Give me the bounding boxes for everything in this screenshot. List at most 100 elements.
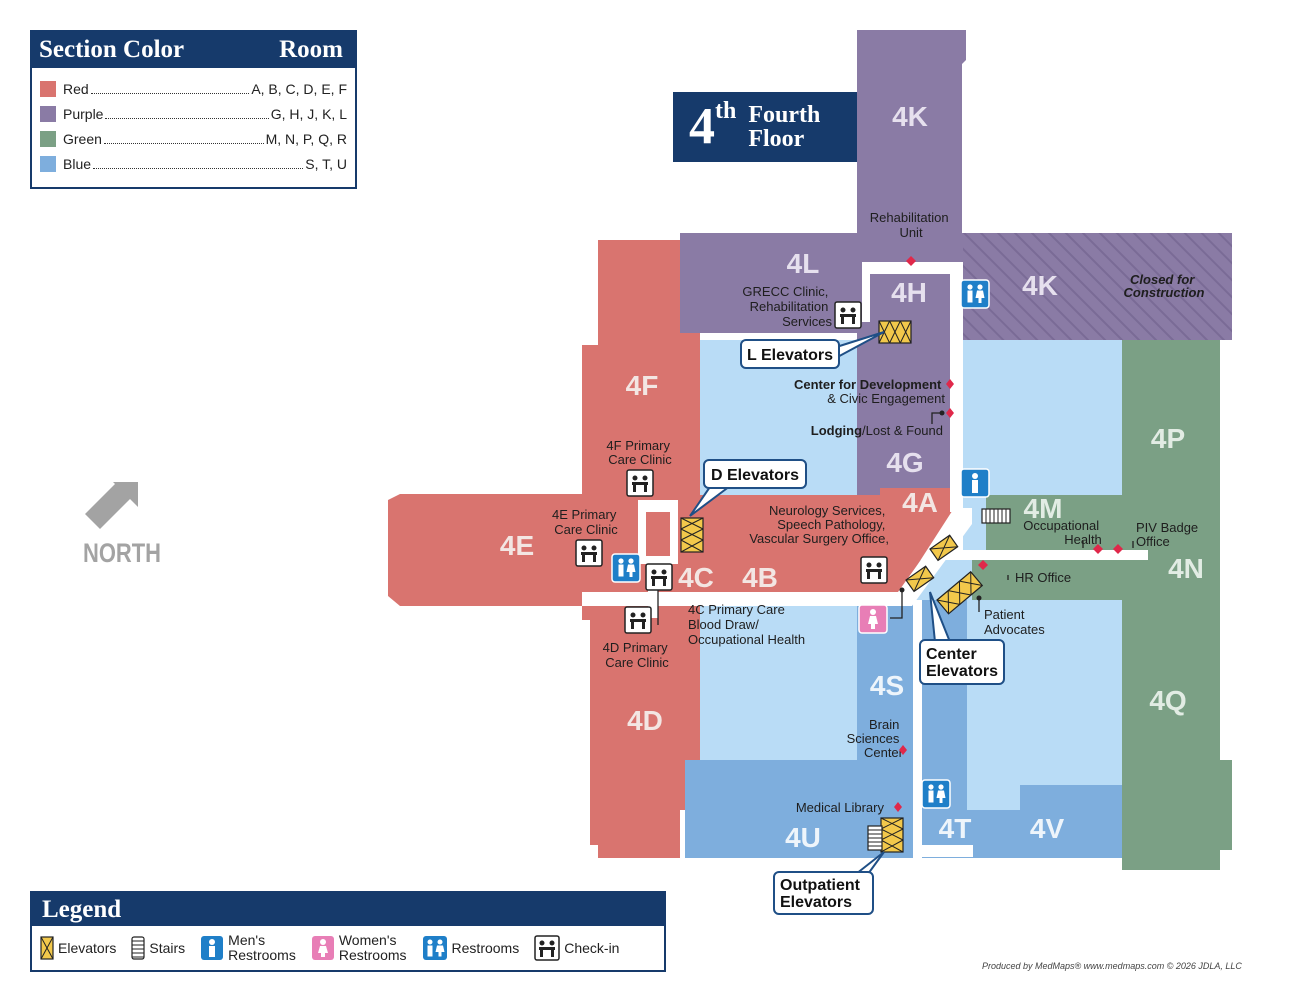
color-swatch — [40, 105, 56, 122]
zone-label-4c: 4C — [678, 562, 714, 593]
section-color-name: Purple — [63, 105, 104, 122]
elevator-icon[interactable] — [929, 534, 959, 562]
label-4e-primary-care[interactable]: 4E Primary Care Clinic — [552, 507, 620, 537]
legend-label-line2: Restrooms — [228, 947, 296, 963]
zone-label-4d: 4D — [627, 705, 663, 736]
legend-item-check-in: Check-in — [534, 935, 619, 961]
zone-label-4q: 4Q — [1149, 685, 1186, 716]
section-rooms: M, N, P, Q, R — [265, 130, 347, 147]
callout-center-elevators-text: Center Elevators — [926, 646, 998, 680]
floor-name-line2: Floor — [748, 126, 805, 152]
restroom-icon[interactable] — [921, 779, 951, 809]
check-in-icon[interactable] — [626, 469, 654, 497]
zone-4a — [700, 488, 956, 592]
label-occupational-health[interactable]: Occupational Health — [1023, 518, 1103, 547]
callout-center-elevators[interactable]: Center Elevators — [919, 591, 1005, 685]
elevator-icon[interactable] — [936, 570, 984, 615]
label-neurology-services[interactable]: Neurology Services, Speech Pathology, Va… — [749, 503, 889, 546]
leader-dot-center — [899, 587, 905, 593]
section-row: Purple G, H, J, K, L — [40, 101, 347, 126]
zone-label-4k-top: 4K — [892, 101, 928, 132]
label-hr-office[interactable]: HR Office — [1015, 570, 1071, 585]
label-4f-primary-care[interactable]: 4F Primary Care Clinic — [606, 438, 673, 467]
womens-restroom-icon[interactable] — [858, 604, 888, 634]
legend-title: Legend — [32, 893, 664, 926]
zone-label-4u: 4U — [785, 822, 821, 853]
label-4d-primary-care[interactable]: 4D Primary Care Clinic — [603, 640, 672, 670]
check-in-icon[interactable] — [860, 556, 888, 584]
section-rooms: A, B, C, D, E, F — [251, 80, 347, 97]
elevator-icon[interactable] — [878, 320, 912, 344]
check-in-icon[interactable] — [575, 539, 603, 567]
zone-red-west — [388, 240, 700, 858]
floor-title: 4 th Fourth Floor — [673, 92, 857, 162]
callout-l-elevators-text: L Elevators — [747, 347, 833, 364]
zone-label-4m: 4M — [1024, 493, 1063, 524]
color-swatch — [40, 155, 56, 172]
zone-label-4h: 4H — [891, 277, 927, 308]
section-row: Green M, N, P, Q, R — [40, 126, 347, 151]
leader-dots — [105, 109, 269, 119]
check-in-icon — [534, 935, 560, 961]
leader-dot-patient — [976, 595, 982, 601]
mens-restroom-icon[interactable] — [960, 468, 990, 498]
label-closed-for-construction: Closed for Construction — [1124, 272, 1205, 300]
label-brain-sciences[interactable]: Brain Sciences Center — [847, 717, 904, 760]
stairs-icon[interactable] — [867, 825, 883, 851]
stairs-icon[interactable] — [981, 508, 1011, 524]
zone-label-4s: 4S — [870, 670, 904, 701]
north-arrow: NORTH — [83, 482, 161, 568]
legend-label-line1: Men's — [228, 932, 266, 948]
zone-label-4k-right: 4K — [1022, 270, 1058, 301]
callout-l-elevators[interactable]: L Elevators — [740, 331, 885, 369]
callout-d-elevators[interactable]: D Elevators — [689, 459, 807, 517]
section-row: Red A, B, C, D, E, F — [40, 76, 347, 101]
legend-item-restrooms: Restrooms — [422, 935, 519, 961]
mens-restroom-icon — [201, 936, 224, 960]
label-4c-primary-care[interactable]: 4C Primary Care Blood Draw/ Occupational… — [688, 602, 805, 647]
label-rehabilitation-unit[interactable]: Rehabilitation Unit — [870, 210, 952, 240]
elevator-icon — [40, 936, 54, 960]
section-rooms: S, T, U — [305, 155, 347, 172]
location-markers — [894, 256, 1123, 812]
zone-label-4p: 4P — [1151, 423, 1185, 454]
floor-name-line1: Fourth — [748, 102, 821, 128]
label-grecc-clinic[interactable]: GRECC Clinic, Rehabilitation Services — [742, 284, 832, 329]
restroom-icon[interactable] — [960, 279, 990, 309]
label-center-for-development[interactable]: Center for Development & Civic Engagemen… — [794, 377, 945, 406]
zone-label-4v: 4V — [1030, 813, 1065, 844]
label-medical-library[interactable]: Medical Library — [796, 800, 885, 815]
callout-outpatient-elevators[interactable]: Outpatient Elevators — [773, 851, 885, 915]
elevator-icon[interactable] — [880, 817, 904, 853]
check-in-icon[interactable] — [834, 301, 862, 329]
legend-item-elevators: Elevators — [40, 936, 116, 960]
label-piv-badge-office[interactable]: PIV Badge Office — [1136, 520, 1202, 549]
legend-item-stairs: Stairs — [131, 936, 185, 960]
stairs-icon — [131, 936, 145, 960]
legend-label-line2: Restrooms — [338, 947, 407, 963]
check-in-icon[interactable] — [645, 563, 673, 591]
leader-dots — [90, 84, 250, 94]
elevator-icon[interactable] — [680, 517, 704, 553]
check-in-icon[interactable] — [624, 606, 652, 634]
restroom-icon[interactable] — [611, 553, 641, 583]
elevator-icon[interactable] — [905, 565, 935, 593]
section-color-header: Section Color Room — [32, 32, 355, 68]
label-patient-advocates[interactable]: Patient Advocates — [984, 607, 1045, 637]
zone-4h-4g — [857, 262, 963, 510]
label-lodging-lost-found[interactable]: Lodging/Lost & Found — [811, 423, 943, 438]
section-color-rows: Red A, B, C, D, E, F Purple G, H, J, K, … — [32, 68, 355, 176]
zone-label-4g: 4G — [886, 447, 923, 478]
zone-4v-top — [1020, 785, 1122, 815]
zone-label-4b: 4B — [742, 562, 778, 593]
zone-label-4t: 4T — [939, 813, 972, 844]
section-color-box: Section Color Room Red A, B, C, D, E, F … — [30, 30, 357, 189]
callout-d-elevators-text: D Elevators — [711, 467, 799, 484]
zone-label-4n: 4N — [1168, 553, 1204, 584]
